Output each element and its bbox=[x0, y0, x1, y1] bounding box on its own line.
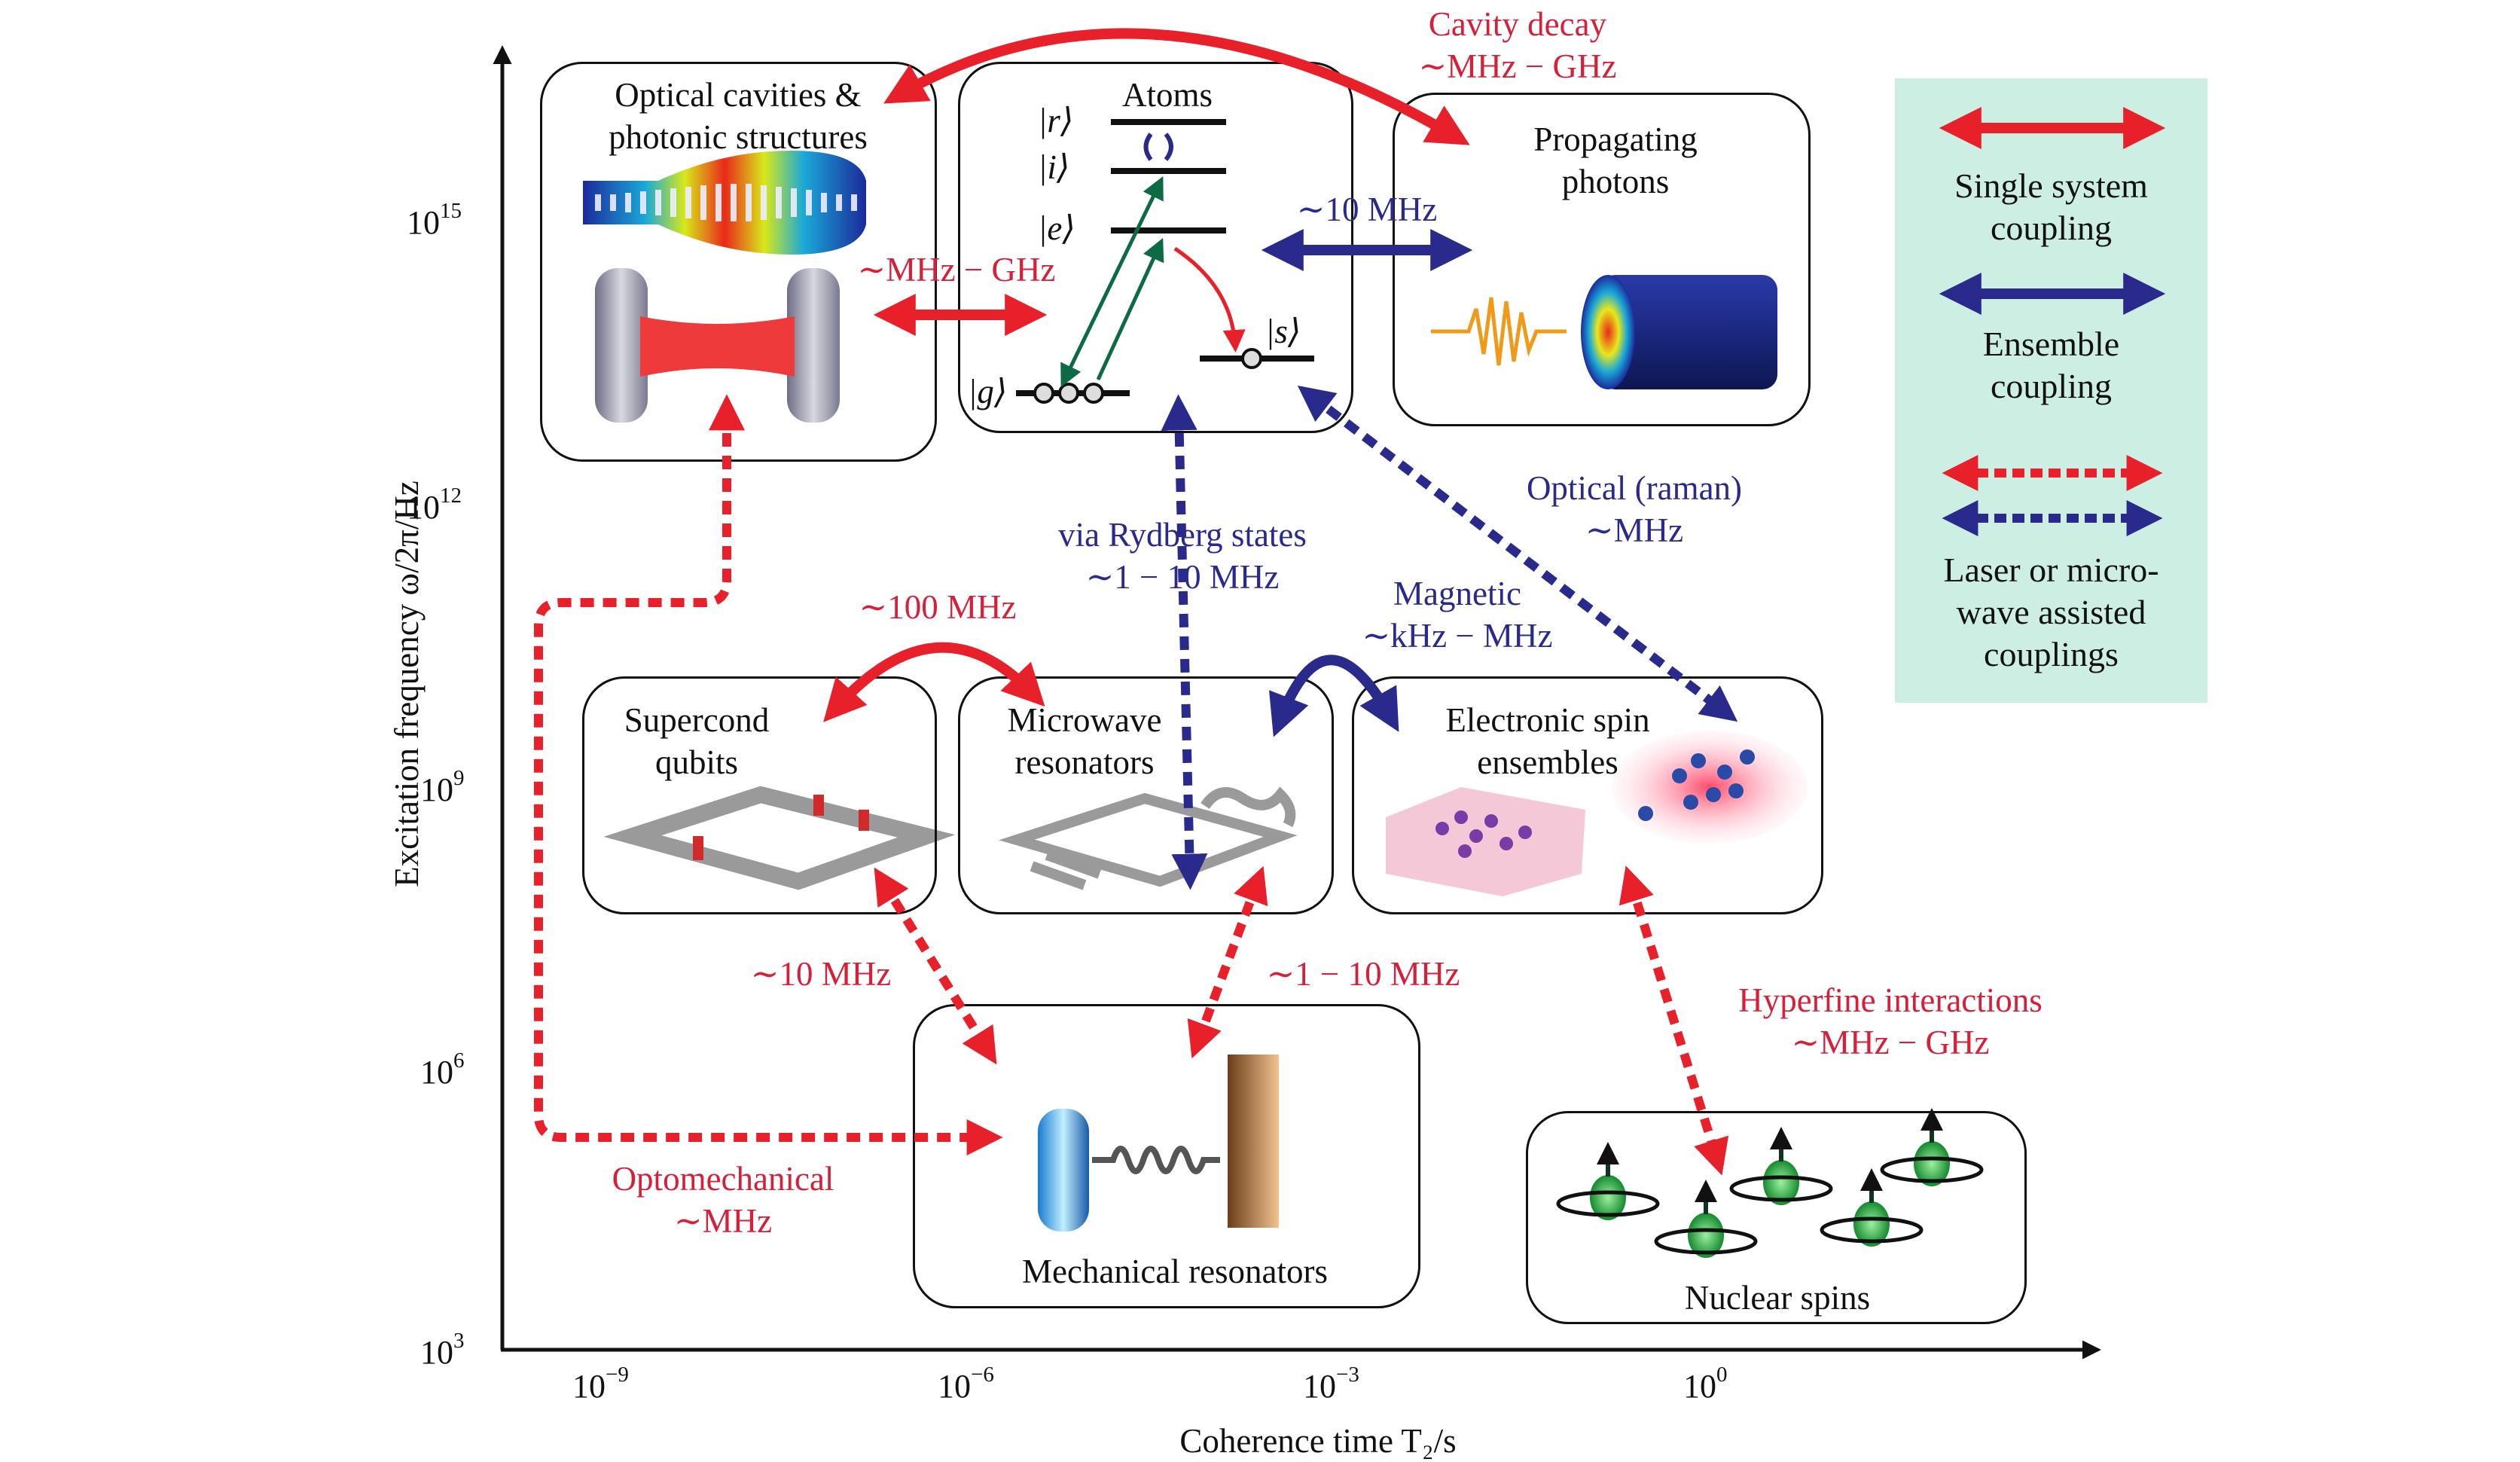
x-tick-1e-6: 10−6 bbox=[938, 1363, 994, 1405]
label-hyperfine: Hyperfine interactions ∼MHz − GHz bbox=[1738, 981, 2043, 1061]
x-tick-1e-3: 10−3 bbox=[1303, 1363, 1359, 1405]
magnetic-arrow bbox=[1269, 655, 1399, 737]
system-box-nuclear-spins bbox=[1526, 1111, 2027, 1324]
decay-arrow bbox=[1173, 246, 1246, 353]
level-r: |r⟩ bbox=[1038, 102, 1074, 139]
optical-fiber-icon bbox=[1581, 275, 1777, 389]
microwave-mech-arrow bbox=[1187, 865, 1268, 1059]
legend-assisted-label: Laser or micro- wave assisted couplings bbox=[1943, 551, 2159, 673]
label-rydberg: via Rydberg states ∼1 − 10 MHz bbox=[1058, 516, 1307, 596]
photonic-crystal-icon bbox=[583, 151, 866, 255]
legend: Single system coupling Ensemble coupling… bbox=[1895, 78, 2207, 703]
level-i: |i⟩ bbox=[1038, 148, 1070, 186]
label-magnetic: Magnetic ∼kHz − MHz bbox=[1362, 575, 1553, 655]
green-transition-1 bbox=[1060, 176, 1164, 387]
supercond-mech-arrow bbox=[874, 867, 997, 1065]
label-propagating-photons: Propagating photons bbox=[1533, 121, 1698, 200]
optical-raman-arrow bbox=[1297, 385, 1738, 722]
level-g: |g⟩ bbox=[968, 373, 1008, 411]
y-tick-1e15: 1015 bbox=[407, 199, 462, 241]
nuclear-spin-icons bbox=[1556, 1108, 1984, 1258]
x-tick-1e-9: 10−9 bbox=[572, 1363, 629, 1405]
cavity-decay-arrow bbox=[883, 28, 1470, 145]
label-mechanical-resonators: Mechanical resonators bbox=[1021, 1253, 1329, 1290]
label-microwave-mech: ∼1 − 10 MHz bbox=[1266, 955, 1460, 993]
y-tick-1e3: 103 bbox=[420, 1329, 465, 1371]
microwave-resonator-icon bbox=[999, 786, 1298, 890]
mechanical-oscillator-icon bbox=[1038, 1055, 1279, 1232]
label-electronic-spins: Electronic spin ensembles bbox=[1445, 701, 1650, 781]
green-transition-2 bbox=[1096, 237, 1164, 381]
label-optomechanical: Optomechanical ∼MHz bbox=[612, 1160, 834, 1240]
label-supercond-microwave: ∼100 MHz bbox=[859, 588, 1017, 626]
rydberg-arrow bbox=[1161, 394, 1208, 890]
label-nuclear-spins: Nuclear spins bbox=[1684, 1279, 1871, 1317]
y-tick-1e9: 109 bbox=[420, 766, 465, 808]
x-tick-1e0: 100 bbox=[1683, 1363, 1728, 1405]
label-microwave-resonators: Microwave resonators bbox=[1007, 701, 1162, 781]
label-supercond-qubits: Supercond qubits bbox=[624, 701, 770, 781]
fabry-perot-cavity-icon bbox=[595, 268, 840, 423]
label-supercond-mech: ∼10 MHz bbox=[750, 955, 892, 993]
label-atoms-photons: ∼10 MHz bbox=[1296, 191, 1438, 228]
y-tick-1e12: 1012 bbox=[407, 484, 462, 526]
y-axis-label: Excitation frequency ω/2π/Hz bbox=[388, 481, 426, 887]
y-tick-1e6: 106 bbox=[420, 1048, 465, 1091]
hyperfine-arrow bbox=[1618, 865, 1729, 1176]
level-s: |s⟩ bbox=[1265, 313, 1301, 350]
label-atoms: Atoms bbox=[1121, 76, 1213, 114]
x-axis-label: Coherence time T₂/s bbox=[1179, 1422, 1457, 1460]
system-box-mechanical-resonators bbox=[913, 1004, 1420, 1308]
label-optical-raman: Optical (raman) ∼MHz bbox=[1526, 469, 1743, 549]
label-cavity-decay: Cavity decay ∼MHz − GHz bbox=[1418, 5, 1617, 85]
spin-ensemble-icon bbox=[1386, 731, 1808, 896]
legend-single-label: Single system coupling bbox=[1954, 166, 2148, 247]
level-e: |e⟩ bbox=[1038, 209, 1075, 247]
photon-pulse-icon bbox=[1431, 297, 1567, 366]
legend-ensemble-label: Ensemble coupling bbox=[1982, 325, 2120, 405]
label-optical-cavities: Optical cavities & photonic structures bbox=[609, 76, 868, 156]
optomechanical-arrow bbox=[534, 394, 1003, 1155]
label-cavity-atoms: ∼MHz − GHz bbox=[857, 251, 1056, 288]
